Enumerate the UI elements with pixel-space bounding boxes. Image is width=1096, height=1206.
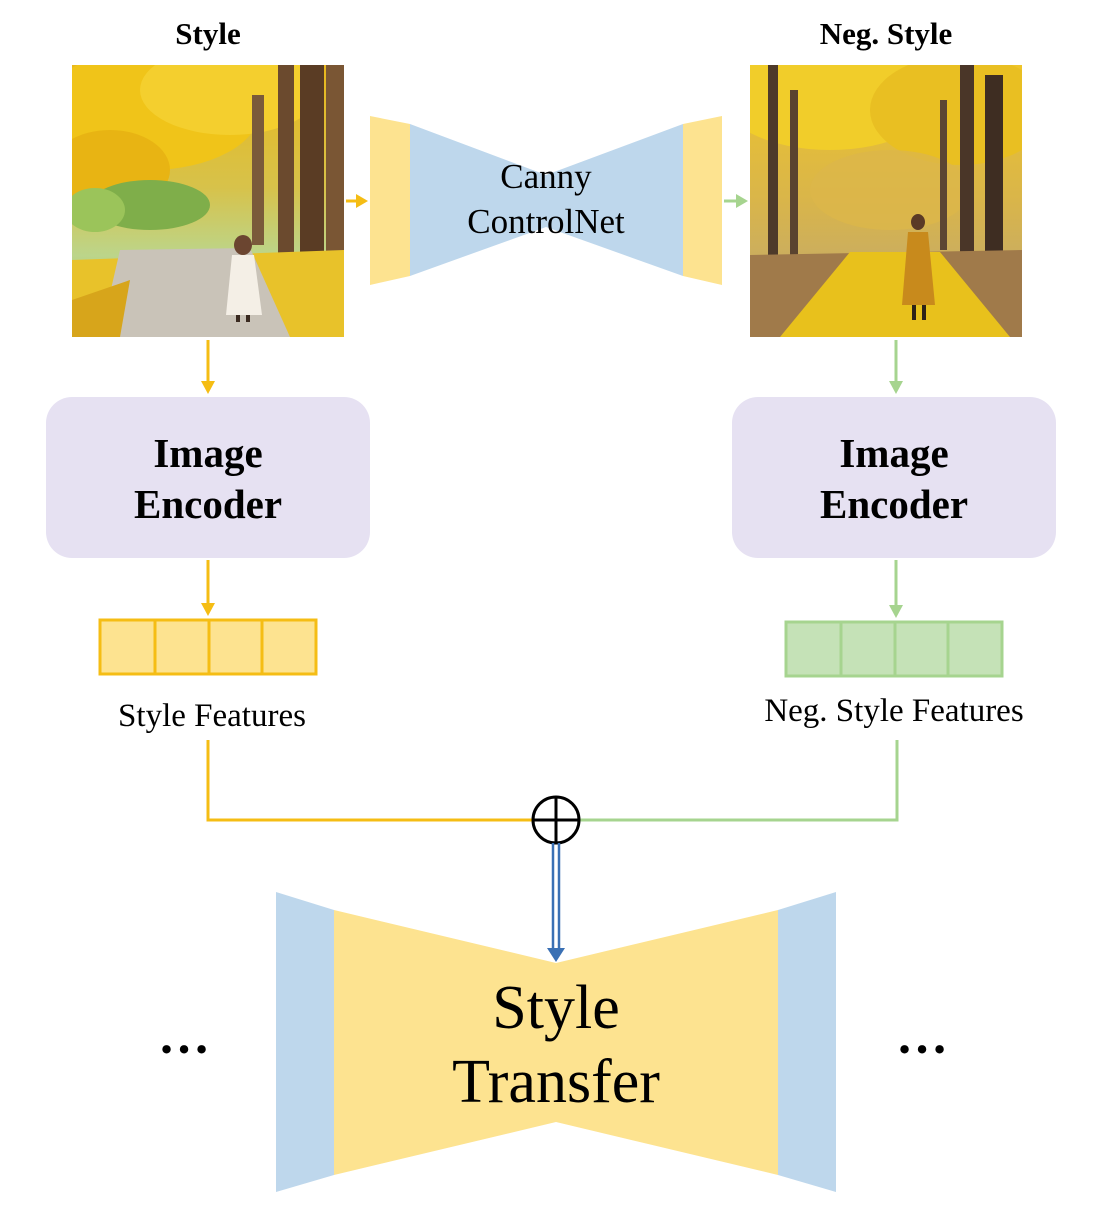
style-features-vector xyxy=(98,618,318,676)
neg-style-header: Neg. Style xyxy=(820,16,953,51)
arrow-style-to-controlnet xyxy=(346,194,368,208)
controlnet-label-line2: ControlNet xyxy=(467,202,625,241)
arrow-combine-to-style-transfer xyxy=(547,843,565,962)
style-header: Style xyxy=(175,16,240,51)
style-transfer-line2: Transfer xyxy=(452,1048,660,1116)
arrow-encoder-to-neg-features xyxy=(889,560,903,618)
style-features-label: Style Features xyxy=(118,698,306,734)
encoder-right-line1: Image xyxy=(839,430,948,476)
arrow-controlnet-to-neg-style xyxy=(724,194,748,208)
neg-style-features-label: Neg. Style Features xyxy=(764,693,1023,729)
image-encoder-right: Image Encoder xyxy=(732,397,1056,558)
ellipsis-left: … xyxy=(158,1008,210,1065)
style-transfer-line1: Style xyxy=(492,974,619,1042)
style-transfer-block: Style Transfer xyxy=(276,892,836,1192)
canny-controlnet-block: Canny ControlNet xyxy=(370,116,722,285)
encoder-right-line2: Encoder xyxy=(820,481,968,527)
ellipsis-right: … xyxy=(896,1008,948,1065)
circle-plus-icon xyxy=(531,795,581,845)
encoder-left-line2: Encoder xyxy=(134,481,282,527)
encoder-left-line1: Image xyxy=(153,430,262,476)
style-image xyxy=(72,65,344,337)
arrow-neg-style-to-encoder xyxy=(889,340,903,394)
arrow-encoder-to-style-features xyxy=(201,560,215,616)
arrow-style-to-encoder xyxy=(201,340,215,394)
style-features-line xyxy=(206,740,532,822)
image-encoder-left: Image Encoder xyxy=(46,397,370,558)
neg-style-features-vector xyxy=(784,620,1004,678)
neg-style-features-line xyxy=(580,740,899,822)
controlnet-label-line1: Canny xyxy=(500,157,592,196)
neg-style-image xyxy=(750,65,1022,337)
